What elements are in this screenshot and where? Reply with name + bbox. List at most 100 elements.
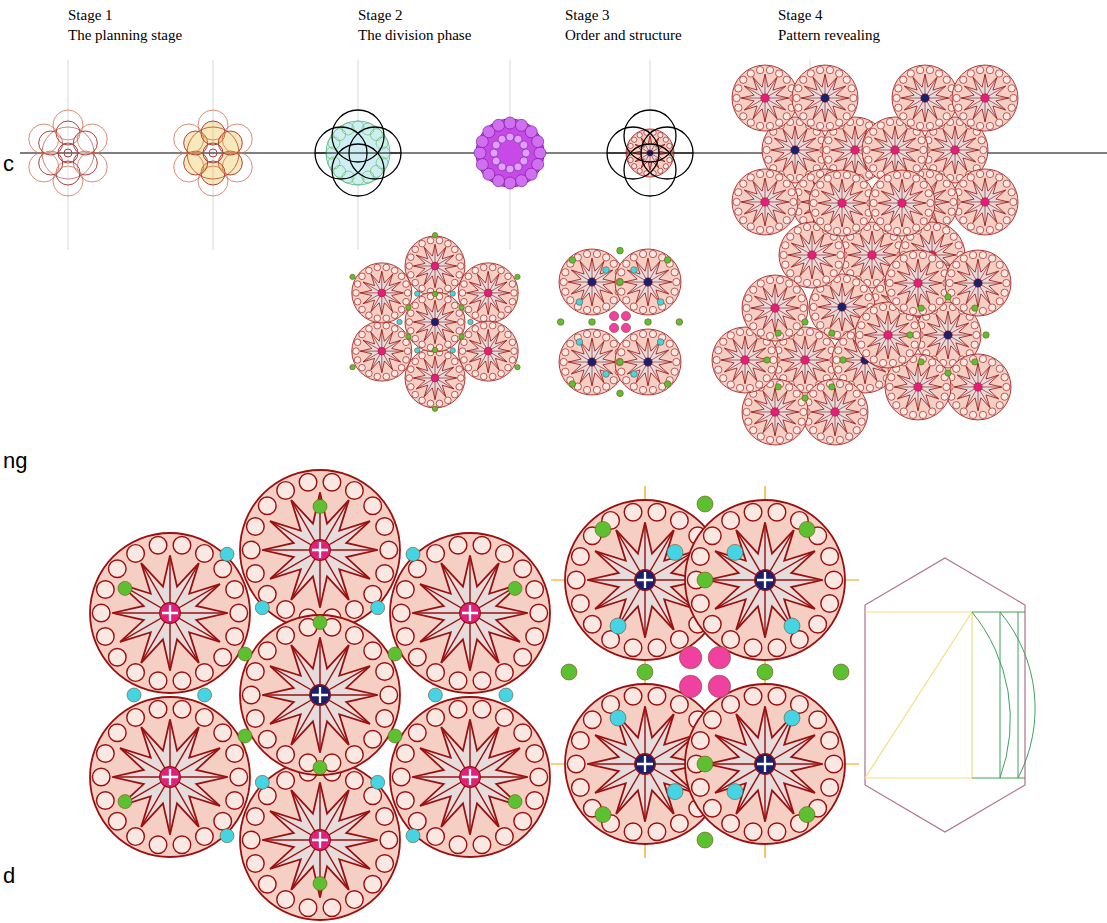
rosette bbox=[352, 321, 412, 381]
rosette bbox=[952, 65, 1018, 131]
four-circle-construction bbox=[315, 110, 401, 196]
marker-dot bbox=[631, 371, 638, 378]
marker-dot bbox=[515, 364, 520, 369]
stage-label: The division phase bbox=[358, 26, 471, 44]
square-cluster bbox=[557, 247, 682, 396]
rosette bbox=[240, 470, 400, 630]
marker-dot bbox=[595, 807, 611, 823]
marker-dot bbox=[757, 664, 773, 680]
marker-dot bbox=[983, 332, 989, 338]
rosette bbox=[90, 697, 250, 857]
marker-dot bbox=[406, 334, 411, 339]
marker-dot bbox=[657, 339, 664, 346]
marker-dot bbox=[255, 775, 269, 789]
marker-dot bbox=[833, 664, 849, 680]
marker-dot bbox=[697, 572, 713, 588]
rosette bbox=[802, 379, 868, 445]
division-rosette bbox=[474, 117, 546, 189]
hex-cluster-large bbox=[90, 470, 550, 920]
marker-dot bbox=[313, 500, 327, 514]
rosette bbox=[792, 65, 858, 131]
marker-dot bbox=[118, 795, 132, 809]
guide-lines bbox=[20, 60, 1107, 250]
marker-dot bbox=[576, 339, 583, 346]
marker-dot bbox=[679, 646, 701, 668]
marker-dot bbox=[918, 359, 924, 365]
rosette bbox=[712, 327, 778, 393]
rosette bbox=[405, 348, 465, 408]
stage-label: Order and structure bbox=[565, 26, 682, 44]
rosette bbox=[952, 169, 1018, 235]
marker-dot bbox=[432, 291, 437, 296]
marker-dot bbox=[637, 664, 653, 680]
marker-dot bbox=[371, 775, 385, 789]
marker-dot bbox=[784, 618, 800, 634]
rosette bbox=[945, 250, 1011, 316]
marker-dot bbox=[621, 323, 630, 332]
marker-dot bbox=[621, 311, 630, 320]
rosette bbox=[732, 65, 798, 131]
stage-label: Stage 1 bbox=[68, 6, 113, 24]
marker-dot bbox=[784, 710, 800, 726]
marker-dot bbox=[664, 381, 671, 388]
rosette bbox=[458, 263, 518, 323]
rosette bbox=[565, 684, 725, 844]
marker-dot bbox=[428, 688, 442, 702]
marker-dot bbox=[255, 601, 269, 615]
stage-label: Stage 4 bbox=[778, 6, 823, 24]
cut-text: c bbox=[3, 152, 14, 176]
stage-label: Stage 3 bbox=[565, 6, 610, 24]
marker-dot bbox=[667, 544, 683, 560]
marker-dot bbox=[432, 406, 437, 411]
rosette bbox=[742, 275, 808, 341]
marker-dot bbox=[406, 547, 420, 561]
rosette bbox=[90, 533, 250, 693]
rosette bbox=[915, 302, 981, 368]
marker-dot bbox=[238, 729, 252, 743]
marker-dot bbox=[127, 688, 141, 702]
cut-text: d bbox=[3, 864, 15, 888]
marker-dot bbox=[595, 521, 611, 537]
marker-dot bbox=[406, 305, 411, 310]
planning-icon bbox=[174, 110, 252, 196]
hex-cluster bbox=[350, 233, 520, 412]
marker-dot bbox=[603, 371, 610, 378]
rosette bbox=[762, 117, 828, 183]
marker-dot bbox=[450, 348, 455, 353]
rosette bbox=[869, 170, 935, 236]
marker-dot bbox=[118, 581, 132, 595]
guide-line bbox=[213, 60, 214, 250]
marker-dot bbox=[617, 359, 624, 366]
marker-dot bbox=[459, 305, 464, 310]
rosette bbox=[390, 533, 550, 693]
marker-dot bbox=[697, 832, 713, 848]
marker-dot bbox=[764, 357, 770, 363]
marker-dot bbox=[557, 319, 564, 326]
rosette bbox=[240, 760, 400, 920]
marker-dot bbox=[667, 784, 683, 800]
marker-dot bbox=[840, 357, 846, 363]
marker-dot bbox=[657, 299, 664, 306]
marker-dot bbox=[697, 756, 713, 772]
marker-dot bbox=[697, 496, 713, 512]
marker-dot bbox=[679, 675, 701, 697]
marker-dot bbox=[468, 319, 473, 324]
marker-dot bbox=[609, 311, 618, 320]
marker-dot bbox=[313, 761, 327, 775]
stage-label: Pattern revealing bbox=[778, 26, 880, 44]
marker-dot bbox=[350, 364, 355, 369]
marker-dot bbox=[603, 267, 610, 274]
four-circle-construction bbox=[607, 110, 693, 196]
marker-dot bbox=[802, 319, 808, 325]
marker-dot bbox=[676, 319, 683, 326]
marker-dot bbox=[802, 395, 808, 401]
marker-dot bbox=[972, 359, 978, 365]
marker-dot bbox=[406, 829, 420, 843]
marker-dot bbox=[617, 279, 624, 286]
rosette bbox=[855, 302, 921, 368]
marker-dot bbox=[569, 381, 576, 388]
rosette bbox=[685, 684, 845, 844]
marker-dot bbox=[313, 877, 327, 891]
